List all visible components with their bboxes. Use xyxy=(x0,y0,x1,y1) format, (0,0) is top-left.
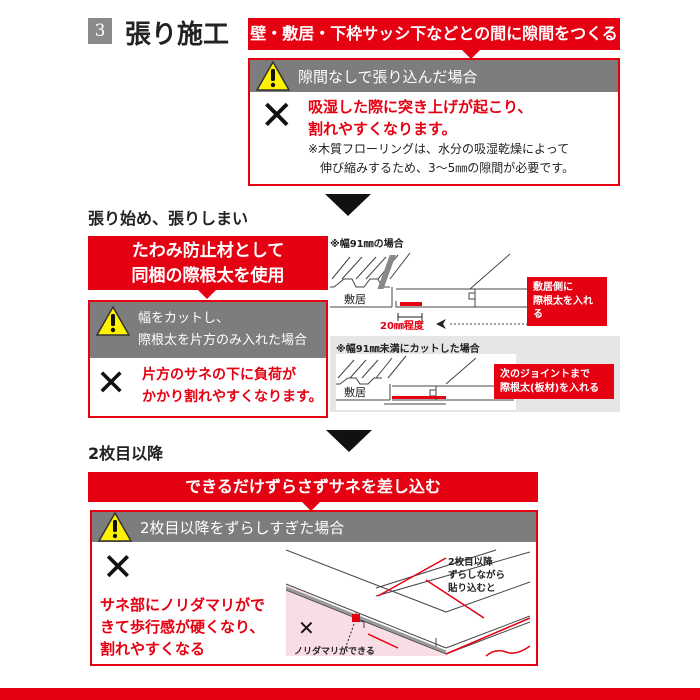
note-line: ※木質フローリングは、水分の吸湿乾燥によって xyxy=(308,142,570,156)
down-arrow-icon xyxy=(325,194,371,216)
diagram-caption: ※幅91㎜の場合 xyxy=(330,239,404,250)
step-number-badge: 3 xyxy=(88,18,112,44)
joist-banner: たわみ防止材として 同梱の際根太を使用 xyxy=(88,236,328,290)
glue-label: ノリダマリができる xyxy=(294,647,375,657)
consequence-line: きて歩行感が硬くなり、 xyxy=(100,618,265,636)
page-title: 張り施工 xyxy=(125,20,230,50)
warning-icon xyxy=(256,61,290,91)
warning-icon xyxy=(96,306,130,336)
callout-line: 2枚目以降 xyxy=(448,557,493,568)
note-line: 伸び縮みするため、3〜5㎜の隙間が必要です。 xyxy=(320,161,575,175)
warning-header: 2枚目以降をずらしすぎた場合 xyxy=(92,512,536,542)
warning-box-no-gap: 隙間なしで張り込んだ場合 ✕ 吸湿した際に突き上げが起こり、 割れやすくなります… xyxy=(248,58,620,186)
callout-offset: 2枚目以降 ずらしながら 貼り込むと xyxy=(448,556,505,595)
x-mark-icon: ✕ xyxy=(260,93,294,139)
consequence-line: 吸湿した際に突き上げが起こり、 xyxy=(308,98,533,116)
warning-line: 幅をカットし、 xyxy=(138,311,230,326)
down-arrow-icon xyxy=(326,430,372,452)
warning-box-offset: 2枚目以降をずらしすぎた場合 ✕ サネ部にノリダマリがで きて歩行感が硬くなり、… xyxy=(90,510,538,666)
x-mark-icon: ✕ xyxy=(298,616,315,640)
callout-line: 次のジョイントまで xyxy=(500,369,590,380)
banner-pointer xyxy=(198,290,216,299)
consequence-line: 割れやすくなります。 xyxy=(308,120,457,138)
diagram-91mm: ※幅91㎜の場合 敷居 20㎜程度 敷居側に 際根太を入れる xyxy=(330,235,620,332)
banner-line: 同梱の際根太を使用 xyxy=(131,266,285,286)
footer-bar xyxy=(0,688,700,700)
flooring-diagram xyxy=(286,549,530,657)
consequence-line: 片方のサネの下に負荷が xyxy=(142,367,296,383)
consequence-text: 片方のサネの下に負荷が かかり割れやすくなります。 xyxy=(142,364,323,408)
callout-line: 敷居側に xyxy=(533,282,573,293)
banner-pointer xyxy=(462,50,480,59)
flooring-diagram xyxy=(336,354,516,410)
diagram-under-91mm: ※幅91㎜未満にカットした場合 敷居 次のジョイントまで 際根太(板材)を入れる xyxy=(330,336,620,412)
consequence-line: かかり割れやすくなります。 xyxy=(142,389,323,405)
sill-label: 敷居 xyxy=(344,293,366,306)
section-heading: 2枚目以降 xyxy=(88,444,164,463)
section-heading: 張り始め、張りしまい xyxy=(88,209,249,228)
consequence-line: 割れやすくなる xyxy=(100,640,206,658)
measure-label: 20㎜程度 xyxy=(380,321,424,332)
consequence-text: サネ部にノリダマリがで きて歩行感が硬くなり、 割れやすくなる xyxy=(100,594,265,660)
callout-next-joint: 次のジョイントまで 際根太(板材)を入れる xyxy=(494,364,614,399)
warning-title: 隙間なしで張り込んだ場合 xyxy=(298,67,478,86)
warning-header: 隙間なしで張り込んだ場合 xyxy=(250,60,618,92)
callout-line: 際根太を入れる xyxy=(533,295,593,321)
warning-line: 際根太を片方のみ入れた場合 xyxy=(138,333,308,348)
warning-title: 2枚目以降をずらしすぎた場合 xyxy=(140,518,345,537)
diagram-caption: ※幅91㎜未満にカットした場合 xyxy=(336,344,480,355)
x-mark-icon: ✕ xyxy=(102,545,134,589)
consequence-text: 吸湿した際に突き上げが起こり、 割れやすくなります。 xyxy=(308,96,532,140)
sill-label: 敷居 xyxy=(344,386,366,399)
callout-line: ずらしながら xyxy=(448,570,506,581)
warning-box-one-side: 幅をカットし、 際根太を片方のみ入れた場合 ✕ 片方のサネの下に負荷が かかり割… xyxy=(88,300,328,418)
callout-line: 際根太(板材)を入れる xyxy=(500,382,600,394)
banner-line: たわみ防止材として xyxy=(131,241,285,261)
consequence-line: サネ部にノリダマリがで xyxy=(100,596,266,614)
x-mark-icon: ✕ xyxy=(96,363,127,404)
banner-pointer xyxy=(302,502,320,511)
insert-banner: できるだけずらさずサネを差し込む xyxy=(88,472,538,502)
gap-banner: 壁・敷居・下枠サッシ下などとの間に隙間をつくる xyxy=(248,18,620,50)
callout-sill-side: 敷居側に 際根太を入れる xyxy=(527,277,607,326)
offset-diagram: ✕ ノリダマリができる 2枚目以降 ずらしながら 貼り込むと xyxy=(286,548,530,662)
note-text: ※木質フローリングは、水分の吸湿乾燥によって 伸び縮みするため、3〜5㎜の隙間が… xyxy=(308,140,574,178)
warning-icon xyxy=(98,512,132,542)
warning-header: 幅をカットし、 際根太を片方のみ入れた場合 xyxy=(90,302,326,358)
callout-line: 貼り込むと xyxy=(448,583,496,594)
